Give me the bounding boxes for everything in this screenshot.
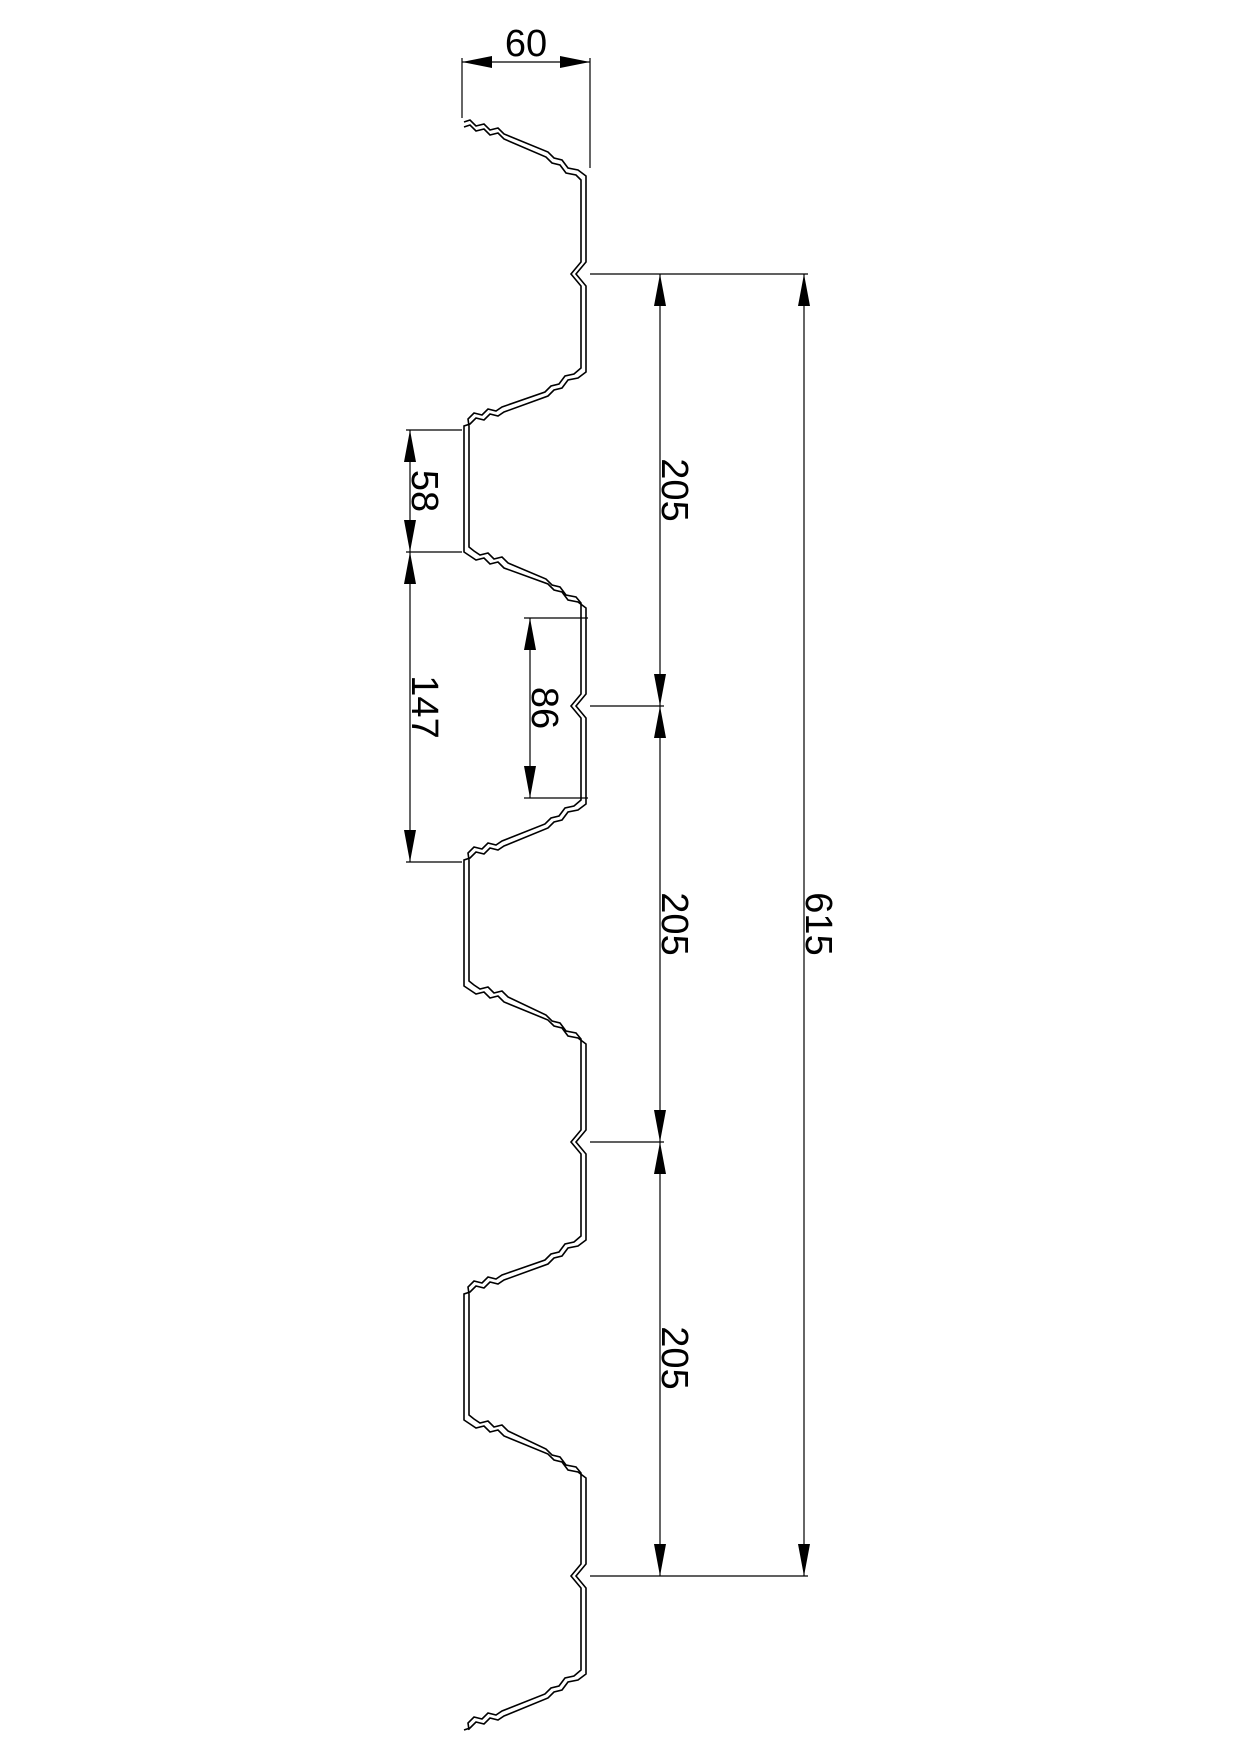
dimension-label-pitch-1: 205 (653, 458, 695, 521)
extension-lines (590, 273, 808, 1577)
dimension-pitch-1: 205 (653, 274, 695, 706)
profile-inner-line (463, 124, 582, 1731)
left-extension-lines (406, 429, 462, 863)
dimension-label-total-width: 615 (797, 892, 839, 955)
profile-outer-line (463, 119, 587, 1731)
dimension-rib-height: 86 (523, 617, 588, 799)
dimension-trough-height: 58 (403, 430, 445, 552)
dimension-pitch-2: 205 (653, 706, 695, 1142)
dimension-top-width: 60 (461, 23, 591, 168)
dimension-label-top-width: 60 (505, 23, 547, 65)
dimension-pitch-3: 205 (653, 1142, 695, 1576)
sheet-profile (463, 119, 587, 1731)
dimension-label-crest-spacing: 147 (403, 675, 445, 738)
dimension-label-pitch-2: 205 (653, 892, 695, 955)
dimension-total-width: 615 (797, 274, 839, 1576)
dimension-crest-spacing: 147 (403, 552, 445, 862)
dimension-label-trough-height: 58 (403, 470, 445, 512)
dimension-label-rib-height: 86 (523, 687, 565, 729)
dimension-label-pitch-3: 205 (653, 1326, 695, 1389)
